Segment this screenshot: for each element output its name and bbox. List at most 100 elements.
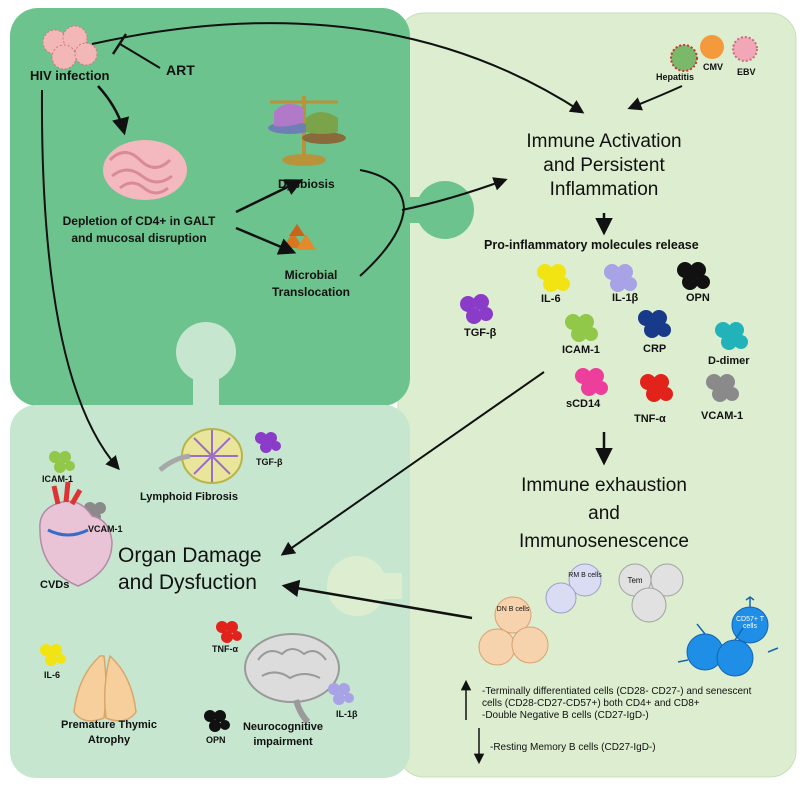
- activation-line2: and Persistent: [543, 155, 665, 176]
- icam1-label: ICAM-1: [562, 344, 600, 356]
- arrow-gut-to-microbial: [235, 226, 297, 255]
- ebv-label: EBV: [737, 67, 756, 77]
- vcam1-small-label: VCAM-1: [88, 524, 123, 534]
- organ-title-line1: Organ Damage: [118, 544, 262, 567]
- depletion-line2: and mucosal disruption: [71, 231, 207, 245]
- rm-b-cells-label: RM B cells: [568, 572, 602, 579]
- thymus-icon: [73, 654, 137, 722]
- activation-line1: Immune Activation: [526, 131, 682, 152]
- thymic-line1: Premature Thymic: [61, 719, 157, 731]
- tgfb-label: TGF-β: [464, 327, 497, 339]
- cmv-label: CMV: [703, 62, 723, 72]
- dysbiosis-label: Dysbiosis: [278, 177, 335, 191]
- immune-exhaustion-title: Immune exhaustion and Immunosenescence: [494, 472, 714, 556]
- release-title: Pro-inflammatory molecules release: [484, 238, 699, 252]
- exhaustion-line3: Immunosenescence: [518, 531, 690, 552]
- brain-icon: [244, 633, 340, 725]
- tem-cells-icon: [618, 563, 684, 623]
- icam1-small-icon: [49, 451, 75, 473]
- opn-label: OPN: [686, 292, 710, 304]
- il6-small-icon: [40, 644, 66, 666]
- hiv-virus-icon: [42, 25, 98, 70]
- tem-cells-label: Tem: [627, 576, 643, 585]
- tgfb-small-label: TGF-β: [256, 457, 283, 467]
- il1b-label: IL-1β: [612, 292, 639, 304]
- il1b-molecule-icon: [604, 264, 637, 292]
- organ-damage-title: Organ Damage and Dysfuction: [118, 542, 262, 596]
- arrow-viruses-to-activation: [627, 85, 683, 111]
- activation-line3: Inflammation: [549, 179, 659, 200]
- hepatitis-label: Hepatitis: [656, 72, 695, 82]
- up-note-line2: cells (CD28-CD27-CD57+) both CD4+ and CD…: [482, 698, 700, 709]
- cd57-t-cells-icon: [677, 596, 779, 677]
- depletion-label: Depletion of CD4+ in GALT and mucosal di…: [34, 213, 244, 247]
- il1b-small-icon: [328, 683, 354, 705]
- opn-molecule-icon: [677, 262, 710, 290]
- up-note: -Terminally differentiated cells (CD28- …: [482, 686, 751, 722]
- tnfa-label: TNF-α: [634, 413, 666, 425]
- puzzle-neck-top: [193, 372, 219, 408]
- il6-label: IL-6: [541, 293, 561, 305]
- puzzle-knob-top: [176, 322, 236, 382]
- cmv-virus-icon: [700, 35, 724, 59]
- up-note-line3: -Double Negative B cells (CD27-IgD-): [482, 710, 649, 721]
- neuro-line2: impairment: [253, 736, 313, 748]
- cvds-label: CVDs: [40, 579, 70, 591]
- up-note-line1: -Terminally differentiated cells (CD28- …: [482, 686, 752, 697]
- organ-title-line2: and Dysfuction: [118, 571, 257, 594]
- top-left-panel: [10, 8, 410, 406]
- crp-label: CRP: [643, 343, 667, 355]
- neuro-label: Neurocognitive impairment: [228, 720, 338, 750]
- art-label: ART: [166, 62, 195, 78]
- opn-small-label: OPN: [206, 735, 226, 745]
- tnfa-molecule-icon: [640, 374, 673, 402]
- rm-b-cells-icon: [545, 563, 602, 614]
- hepatitis-virus-icon: [670, 44, 698, 72]
- thymic-label: Premature Thymic Atrophy: [44, 718, 174, 748]
- arrow-molecules-to-organ: [280, 371, 545, 556]
- scd14-molecule-icon: [575, 368, 608, 396]
- exhaustion-line1: Immune exhaustion: [521, 475, 687, 496]
- icam1-molecule-icon: [565, 314, 598, 342]
- icam1-small-label: ICAM-1: [42, 474, 73, 484]
- neuro-line1: Neurocognitive: [242, 721, 324, 733]
- tgfb-molecule-icon: [460, 294, 493, 324]
- crp-molecule-icon: [638, 310, 671, 338]
- heart-icon: [39, 481, 113, 587]
- intestine-icon: [103, 140, 187, 200]
- il1b-small-label: IL-1β: [336, 709, 358, 719]
- ddimer-molecule-icon: [715, 322, 748, 350]
- down-note: -Resting Memory B cells (CD27-IgD-): [490, 742, 656, 753]
- immune-activation-title: Immune Activation and Persistent Inflamm…: [494, 130, 714, 202]
- thymic-line2: Atrophy: [87, 734, 131, 746]
- lymph-node-icon: [158, 428, 243, 484]
- ddimer-label: D-dimer: [708, 355, 750, 367]
- arrow-gut-to-dysbiosis: [235, 179, 304, 214]
- arrow-hiv-to-organ: [40, 89, 120, 471]
- cd57-t-cells-label: CD57+ T cells: [735, 616, 765, 630]
- microbial-line2: Translocation: [271, 285, 351, 299]
- ebv-virus-icon: [732, 36, 758, 62]
- scale-icon: [268, 96, 346, 166]
- puzzle-neck-bottom: [378, 573, 402, 599]
- dn-b-cells-label: DN B cells: [496, 606, 530, 613]
- tnfa-small-label: TNF-α: [212, 644, 239, 654]
- microbial-label: Microbial Translocation: [266, 267, 356, 301]
- tgfb-small-icon: [255, 432, 281, 453]
- dn-b-cells-icon: [478, 596, 549, 666]
- vcam1-label: VCAM-1: [701, 410, 744, 422]
- art-inhibition-line: [119, 43, 161, 69]
- il6-molecule-icon: [537, 264, 570, 292]
- arrow-hiv-to-gut: [97, 85, 130, 136]
- opn-small-icon: [204, 710, 230, 732]
- arrow-merge-to-activation: [401, 177, 508, 211]
- il6-small-label: IL-6: [44, 670, 61, 680]
- hiv-infection-label: HIV infection: [30, 68, 110, 83]
- arrow-cells-to-organ: [281, 579, 473, 620]
- vcam1-molecule-icon: [706, 374, 739, 402]
- exhaustion-line2: and: [588, 503, 620, 524]
- scd14-label: sCD14: [566, 398, 601, 410]
- microbial-line1: Microbial: [284, 268, 338, 282]
- arrow-hiv-to-activation: [91, 22, 585, 114]
